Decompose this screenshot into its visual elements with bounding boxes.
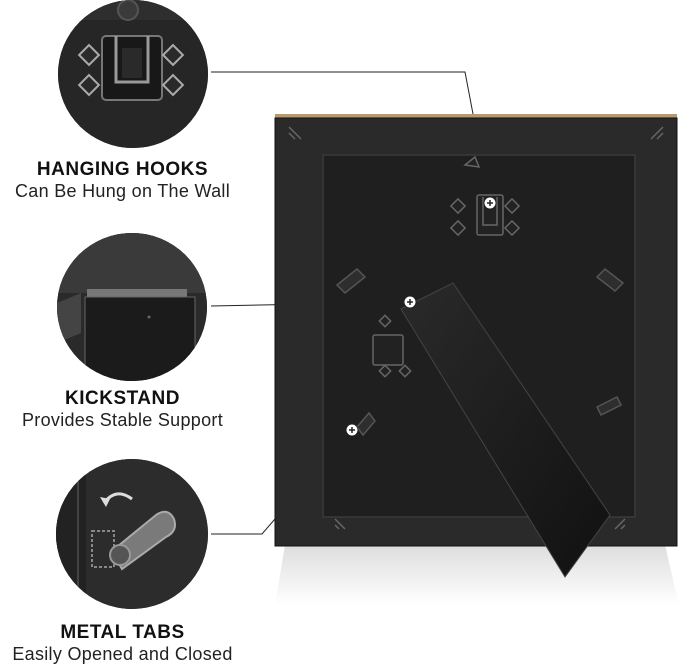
kickstand-leg <box>400 282 611 578</box>
feature-title-hanging-hooks: HANGING HOOKS <box>36 159 209 180</box>
feature-title-metal-tabs: METAL TABS <box>60 622 185 643</box>
feature-title-kickstand: KICKSTAND <box>65 388 180 409</box>
frame-hanging-hook <box>449 155 521 237</box>
frame-metal-tabs <box>335 267 625 437</box>
picture-frame-back <box>274 114 679 605</box>
metal-tabs-closeup <box>56 459 208 609</box>
stand-hinge <box>372 314 412 378</box>
kickstand-closeup <box>57 233 207 381</box>
metal-tab-icon <box>56 459 208 609</box>
feature-subtitle-hanging-hooks: Can Be Hung on The Wall <box>14 181 231 201</box>
kickstand-icon <box>57 233 207 381</box>
feature-subtitle-metal-tabs: Easily Opened and Closed <box>12 644 233 664</box>
hanging-hook-icon <box>58 0 208 148</box>
hanging-hooks-closeup <box>58 0 208 148</box>
feature-subtitle-kickstand: Provides Stable Support <box>21 410 223 430</box>
